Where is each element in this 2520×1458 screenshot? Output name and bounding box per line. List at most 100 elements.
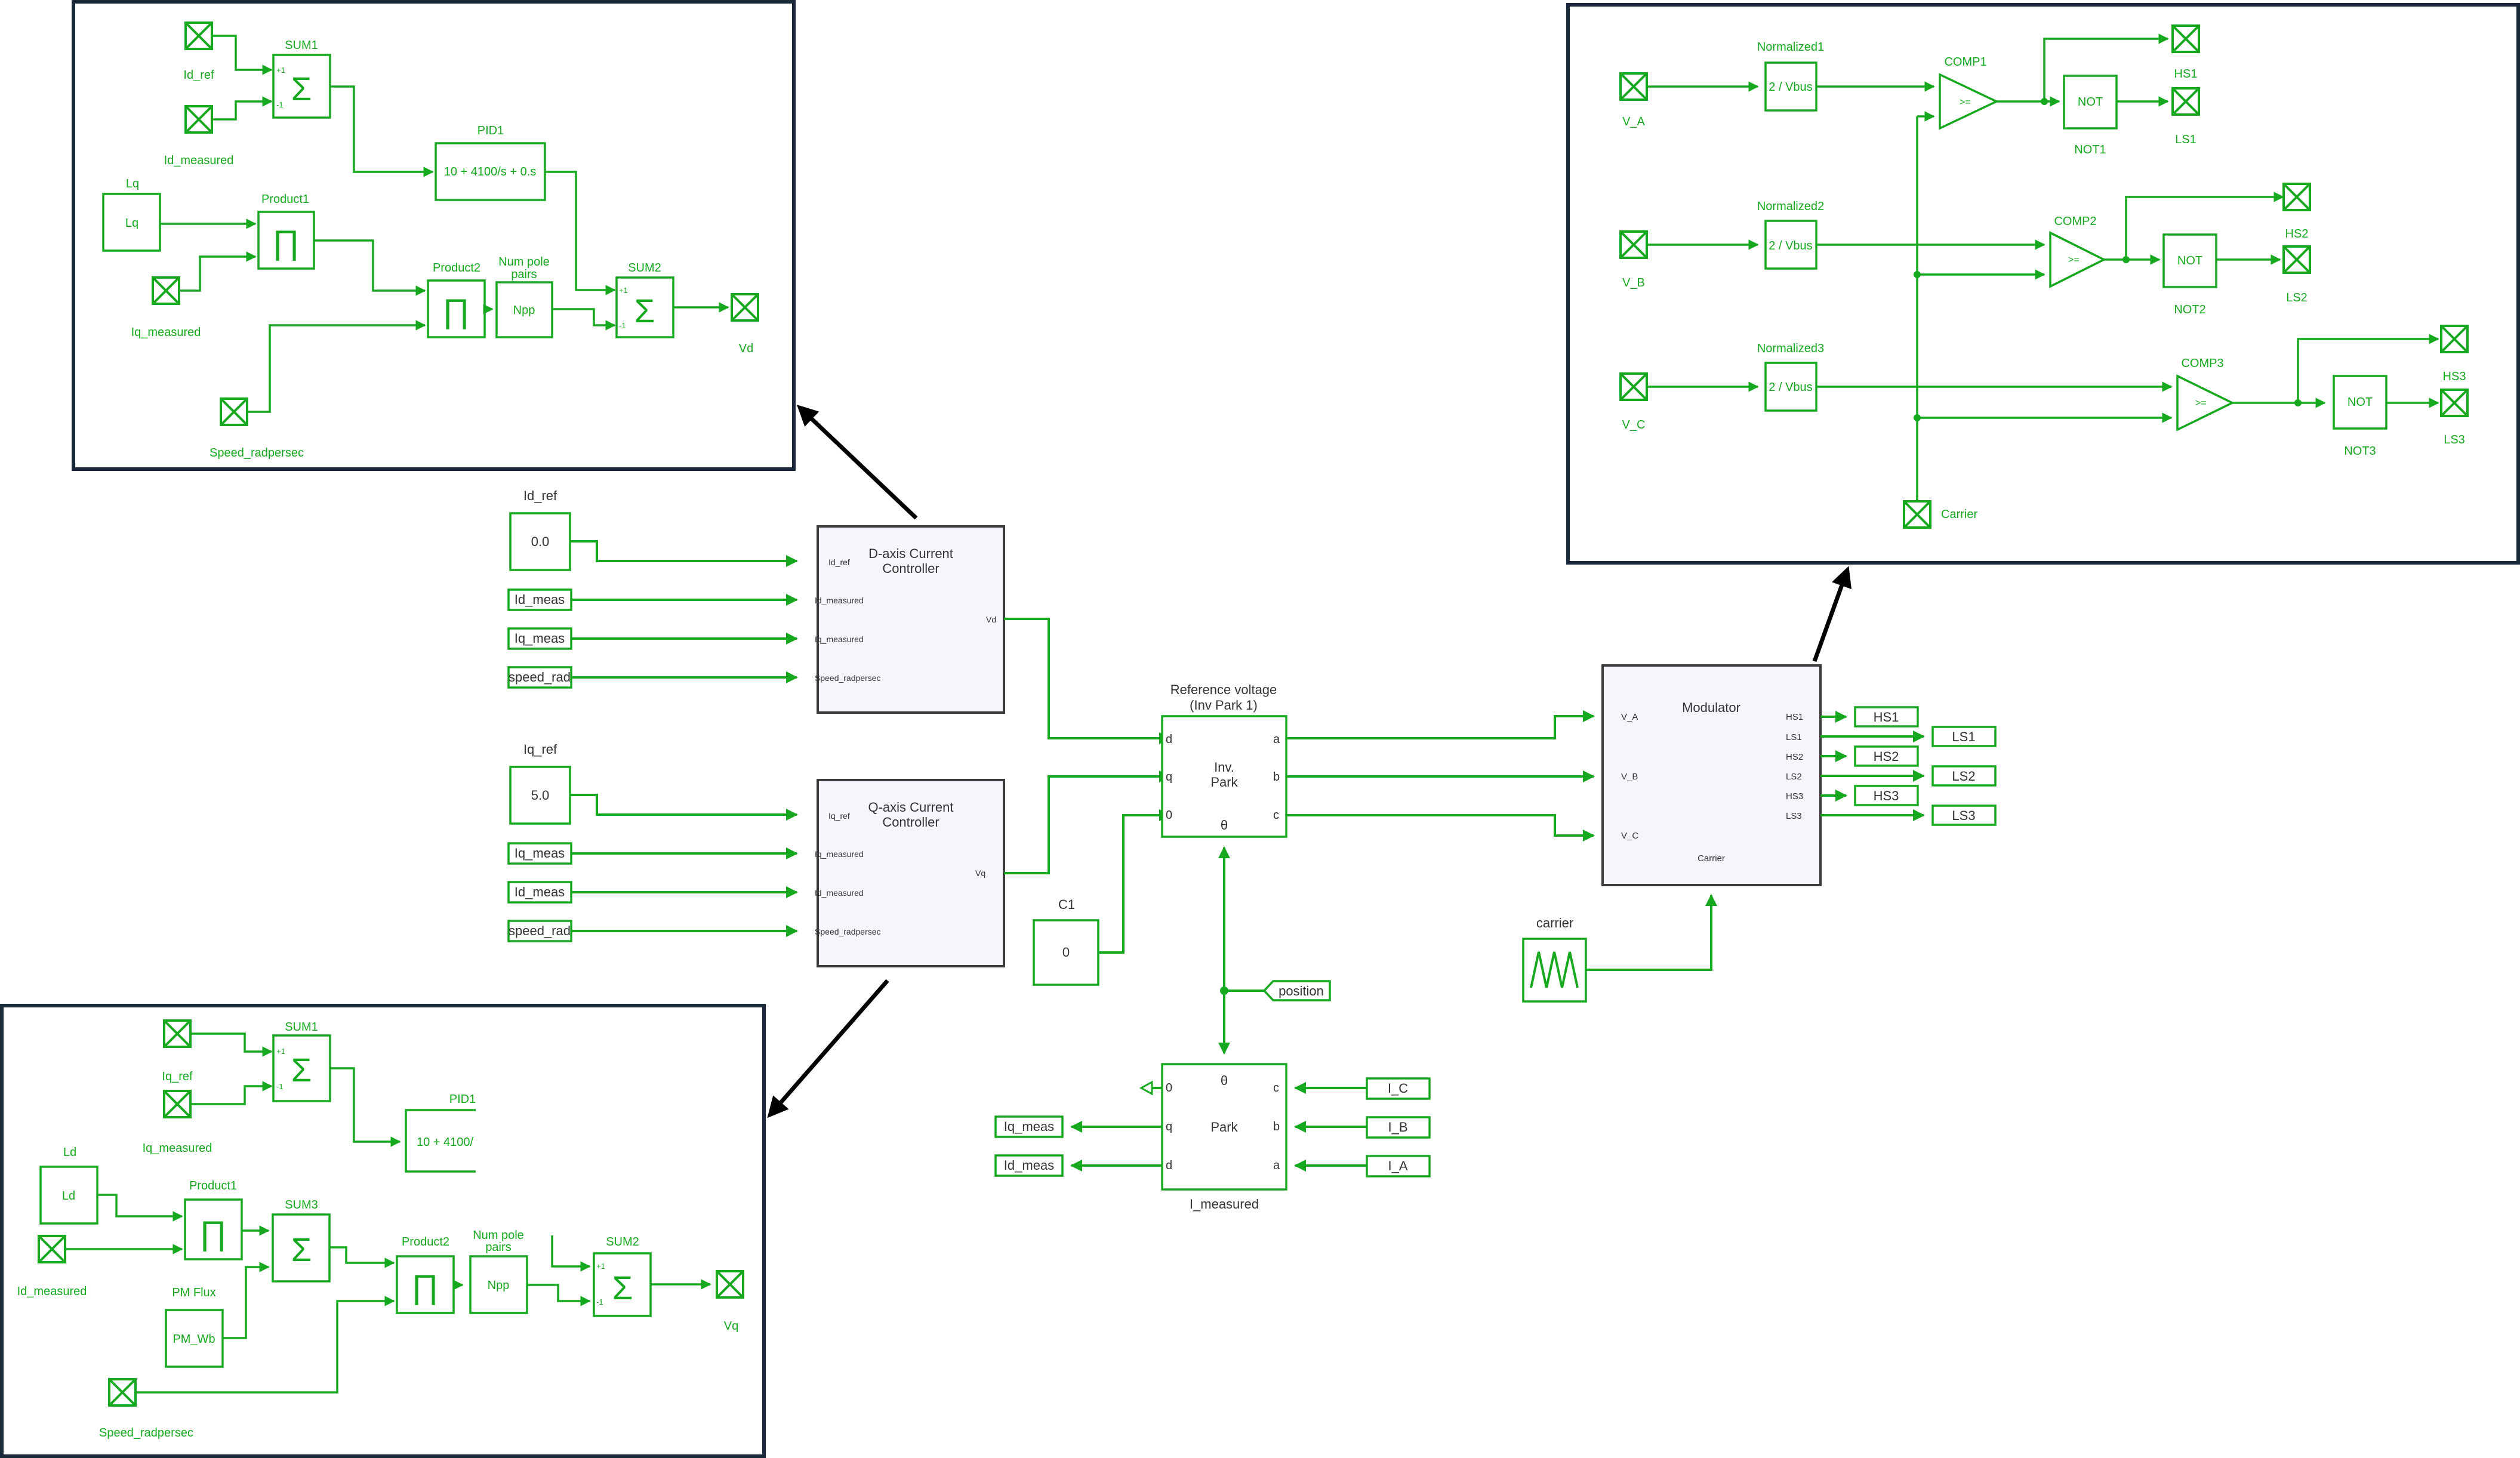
pm-comp3-label: COMP3 xyxy=(2181,357,2223,370)
pq-sum1-block[interactable] xyxy=(272,1034,331,1102)
park-center-label: Park xyxy=(1210,1120,1238,1135)
pm-not2-text: NOT xyxy=(2177,254,2202,267)
park-label-i-measured: I_measured xyxy=(1190,1197,1259,1212)
id-ref-constant-block[interactable] xyxy=(509,512,571,571)
pd-npp-value: Npp xyxy=(513,304,535,317)
sigma-icon: Σ xyxy=(612,1269,633,1306)
port-out-ls2-icon xyxy=(2282,245,2311,274)
port-in-speed-icon xyxy=(220,397,248,426)
from-ia-label: I_A xyxy=(1388,1158,1407,1173)
from-ia-tag[interactable] xyxy=(1366,1155,1431,1178)
pm-norm2-block[interactable] xyxy=(1764,220,1817,270)
pm-not1-block[interactable] xyxy=(2063,75,2118,130)
pd-lq-value: Lq xyxy=(125,217,138,230)
from-position-tag[interactable] xyxy=(1262,980,1331,1001)
goto-hs2-tag[interactable] xyxy=(1854,745,1919,767)
pm-comp2-block[interactable] xyxy=(2049,231,2106,288)
carrier-source-block[interactable] xyxy=(1522,938,1587,1003)
pd-sum2-plus: +1 xyxy=(619,286,628,295)
park-block[interactable] xyxy=(1161,1063,1287,1191)
goto-ls2-tag[interactable] xyxy=(1931,765,1997,787)
port-out-hs3-icon xyxy=(2440,325,2469,353)
pq-pid1-block[interactable] xyxy=(405,1109,476,1173)
modulator-out-ls2: LS2 xyxy=(1786,772,1802,782)
port-out-hs1-icon xyxy=(2171,24,2200,53)
goto-hs3-tag[interactable] xyxy=(1854,785,1919,806)
panel-d-axis-detail: Id_ref Id_measured SUM1 Σ +1 -1 PID1 10 … xyxy=(72,0,796,471)
pq-npp-block[interactable] xyxy=(469,1255,528,1314)
from-iq-meas-tag-2[interactable] xyxy=(507,842,572,865)
sigma-icon: Σ xyxy=(291,70,312,107)
pq-ld-label: Ld xyxy=(63,1146,76,1159)
inv-park-center-1: Inv. xyxy=(1214,760,1234,775)
port-out-ls3-icon xyxy=(2440,389,2469,417)
goto-hs1-tag[interactable] xyxy=(1854,706,1919,728)
d-axis-port-id-measured: Id_measured xyxy=(815,596,864,605)
goto-id-meas-label: Id_meas xyxy=(1004,1158,1054,1173)
goto-ls3-tag[interactable] xyxy=(1931,804,1997,826)
port-out-ls1-icon xyxy=(2171,87,2200,116)
q-axis-port-iq-ref: Iq_ref xyxy=(828,811,850,821)
pq-sum2-block[interactable] xyxy=(593,1252,652,1317)
carrier-label: carrier xyxy=(1536,916,1573,930)
goto-iq-meas-tag[interactable] xyxy=(994,1115,1064,1138)
pm-not3-block[interactable] xyxy=(2333,375,2387,430)
from-ic-tag[interactable] xyxy=(1366,1077,1431,1100)
pm-hs2-label: HS2 xyxy=(2285,227,2309,241)
q-axis-current-controller[interactable] xyxy=(817,779,1005,967)
pq-pid-expr: 10 + 4100/ xyxy=(417,1136,474,1149)
q-axis-title-line1: Q-axis Current xyxy=(868,800,953,815)
pm-in-va-label: V_A xyxy=(1622,115,1645,128)
pq-product2-block[interactable] xyxy=(396,1255,455,1314)
pd-product2-block[interactable] xyxy=(427,279,486,338)
port-in-iq-ref-icon xyxy=(163,1019,192,1048)
pm-comp1-block[interactable] xyxy=(1939,73,2000,130)
modulator-subsystem[interactable] xyxy=(1601,664,1822,886)
pm-ls2-label: LS2 xyxy=(2286,291,2308,304)
d-axis-current-controller[interactable] xyxy=(817,525,1005,714)
from-id-meas-label: Id_meas xyxy=(515,592,565,607)
q-axis-port-iq-measured: Iq_measured xyxy=(815,849,864,859)
pq-npp-value: Npp xyxy=(488,1279,510,1292)
pi-icon: ∏ xyxy=(199,1214,227,1252)
d-axis-port-iq-measured: Iq_measured xyxy=(815,634,864,644)
pq-in-iq-ref-label: Iq_ref xyxy=(162,1070,193,1083)
pd-product1-block[interactable] xyxy=(257,211,315,270)
modulator-out-ls3: LS3 xyxy=(1786,811,1802,821)
pm-norm2-expr: 2 / Vbus xyxy=(1769,239,1812,252)
inv-park-center-2: Park xyxy=(1210,775,1238,790)
d-axis-title-line2: Controller xyxy=(882,561,939,576)
goto-iq-meas-label: Iq_meas xyxy=(1004,1119,1054,1134)
pq-in-id-measured-label: Id_measured xyxy=(17,1285,87,1298)
from-iq-meas-label: Iq_meas xyxy=(515,631,565,646)
pm-comp3-block[interactable] xyxy=(2176,374,2235,431)
from-id-meas-label-2: Id_meas xyxy=(515,884,565,899)
pd-product1-label: Product1 xyxy=(261,193,309,206)
pm-not2-block[interactable] xyxy=(2162,233,2217,288)
from-iq-meas-label-2: Iq_meas xyxy=(515,846,565,861)
from-position-label: position xyxy=(1279,984,1324,998)
inv-park-in-theta: θ xyxy=(1221,818,1228,833)
goto-ls2-label: LS2 xyxy=(1952,769,1975,784)
pq-sum1-label: SUM1 xyxy=(285,1021,318,1034)
modulator-out-hs1: HS1 xyxy=(1786,712,1803,722)
iq-ref-value: 5.0 xyxy=(531,788,550,803)
inv-park-label-1: Reference voltage xyxy=(1170,682,1277,697)
pq-ld-block[interactable] xyxy=(39,1166,98,1225)
from-ib-label: I_B xyxy=(1388,1120,1407,1135)
pm-norm1-expr: 2 / Vbus xyxy=(1769,81,1812,94)
pd-npp-block[interactable] xyxy=(495,281,553,338)
from-speed-tag[interactable] xyxy=(507,666,572,689)
pd-lq-block[interactable] xyxy=(102,193,161,252)
pm-not2-label: NOT2 xyxy=(2174,303,2205,316)
port-in-va-icon xyxy=(1619,72,1648,101)
pq-in-iq-measured-label: Iq_measured xyxy=(143,1142,212,1155)
inv-park-in-0: 0 xyxy=(1166,809,1172,822)
sigma-icon: Σ xyxy=(634,292,655,329)
iq-ref-constant-block[interactable] xyxy=(509,766,571,825)
goto-ls1-tag[interactable] xyxy=(1931,726,1997,747)
port-in-id-measured-icon xyxy=(38,1235,66,1263)
goto-id-meas-tag[interactable] xyxy=(994,1154,1064,1177)
pq-pm-block[interactable] xyxy=(165,1309,224,1368)
pq-product1-block[interactable] xyxy=(184,1198,243,1260)
